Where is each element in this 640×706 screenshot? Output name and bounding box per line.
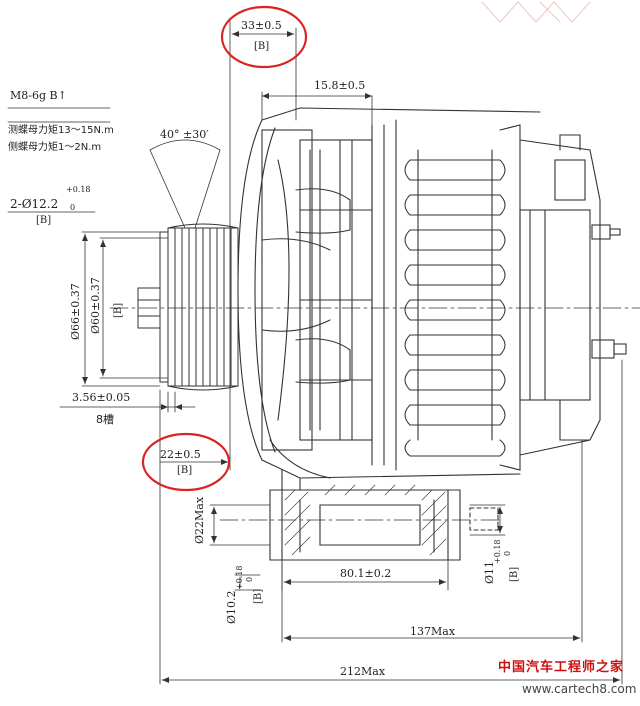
dim-22: 22±0.5 (160, 448, 201, 461)
dia-10-2-tol-upper: +0.18 (235, 565, 244, 590)
torque-main: 测蝶母力矩13～15N.m (8, 125, 114, 136)
hole-tol-lower: 0 (70, 203, 76, 212)
groove-count: 8槽 (96, 413, 114, 426)
watermark-title: 中国汽车工程师之家 (498, 660, 625, 675)
hole-tol-upper: +0.18 (66, 185, 91, 194)
dim-137max: 137Max (410, 625, 456, 638)
hole-2x-dia: 2-Ø12.2 (10, 197, 59, 211)
pulley (109, 223, 640, 391)
dim-212max: 212Max (340, 665, 386, 678)
thread-spec: M8-6g B↑ (10, 89, 67, 102)
datum-b-10-2: [B] (253, 588, 264, 604)
dim-15-8: 15.8±0.5 (314, 79, 366, 92)
dia-66: Ø66±0.37 (69, 283, 82, 340)
torque-side: 侧蝶母力矩1～2N.m (8, 142, 102, 153)
dia-22max: Ø22Max (193, 496, 206, 544)
corner-logo (481, 1, 591, 23)
dia-11-tol-upper: +0.18 (493, 539, 502, 564)
dim-33: 33±0.5 (241, 19, 282, 32)
dia-60: Ø60±0.37 (89, 277, 102, 334)
datum-b-22: [B] (177, 465, 193, 476)
datum-b-pulley: [B] (113, 302, 124, 318)
dia-11: Ø11 (483, 560, 496, 584)
dia-11-tol-lower: 0 (503, 550, 512, 556)
highlight-oval-top (220, 5, 308, 69)
dia-10-2: Ø10.2 (225, 590, 238, 624)
angle-dim: 40° ±30′ (160, 128, 209, 141)
datum-b-11: [B] (509, 566, 520, 582)
watermark-site: www.cartech8.com (522, 682, 637, 696)
dim-80-1: 80.1±0.2 (340, 567, 392, 580)
dia-10-2-tol-lower: 0 (245, 576, 254, 582)
dimension-lines (7, 17, 623, 685)
hatching (284, 484, 447, 556)
dim-3-56: 3.56±0.05 (72, 391, 131, 404)
datum-b-top: [B] (254, 41, 270, 52)
datum-b-hole: [B] (36, 215, 52, 226)
highlight-oval-bottom (141, 432, 231, 492)
alternator-body (237, 107, 627, 479)
mounting-foot (219, 469, 501, 561)
arrowheads (82, 31, 620, 683)
